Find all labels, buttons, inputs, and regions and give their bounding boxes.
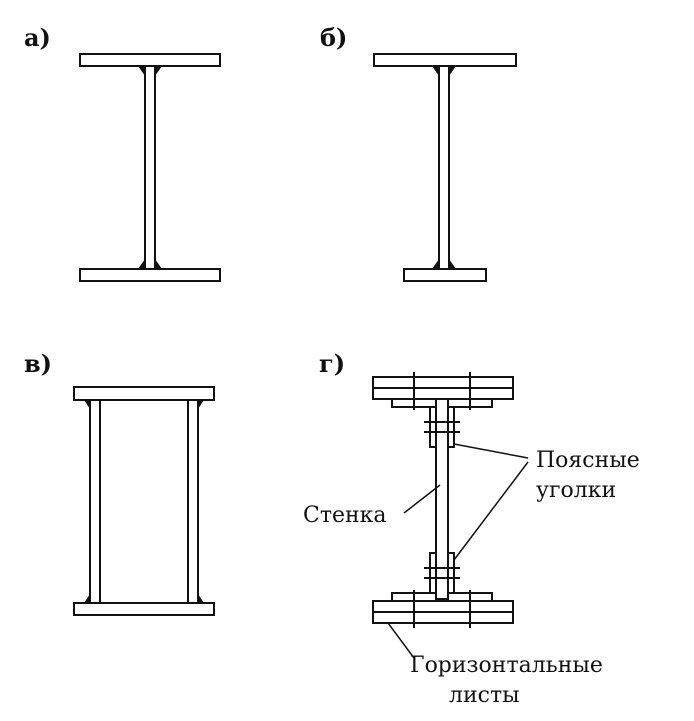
panel-b-weld bbox=[449, 259, 456, 269]
panel-d-bottom-sheet-outer bbox=[372, 611, 514, 624]
panel-d-riveted-beam: г) Поясные bbox=[303, 349, 640, 708]
horizontal-sheets-label-line2: листы bbox=[449, 683, 520, 708]
panel-d-leader-belt-angles bbox=[453, 443, 529, 459]
panel-a-weld bbox=[155, 259, 162, 269]
panel-d-top-sheet-outer bbox=[372, 376, 514, 389]
panel-c-top-flange bbox=[73, 386, 215, 401]
panel-a-top-flange bbox=[79, 53, 221, 67]
panel-c-box-section: в) bbox=[24, 349, 215, 616]
panel-a-weld bbox=[138, 66, 145, 76]
panel-a-i-beam: а) bbox=[24, 23, 221, 282]
panel-a-label: а) bbox=[24, 23, 51, 52]
panel-a-weld bbox=[155, 66, 162, 76]
panel-c-weld bbox=[84, 400, 90, 409]
panel-b-label: б) bbox=[320, 23, 347, 52]
belt-angles-label-line2: уголки bbox=[536, 478, 616, 503]
belt-angles-label-line1: Поясные bbox=[536, 448, 640, 473]
panel-d-leader-belt-angles bbox=[453, 461, 529, 561]
panel-c-left-web bbox=[89, 399, 101, 604]
panel-d-leader-web bbox=[403, 484, 441, 514]
panel-d-top-sheet-inner bbox=[372, 387, 514, 400]
panel-c-label: в) bbox=[24, 349, 52, 378]
panel-c-weld bbox=[198, 400, 204, 409]
panel-c-weld bbox=[84, 594, 90, 603]
panel-b-bottom-flange bbox=[403, 268, 487, 282]
panel-c-bottom-flange bbox=[73, 602, 215, 616]
panel-d-bottom-right-angle-vertical bbox=[447, 552, 455, 594]
panel-d-label: г) bbox=[319, 349, 345, 378]
panel-b-i-beam: б) bbox=[320, 23, 517, 282]
panel-c-weld bbox=[198, 594, 204, 603]
web-label: Стенка bbox=[303, 503, 387, 528]
panel-a-web bbox=[144, 65, 156, 270]
panel-b-weld bbox=[432, 66, 439, 76]
panel-c-right-web bbox=[187, 399, 199, 604]
panel-b-weld bbox=[449, 66, 456, 76]
panel-d-web bbox=[435, 398, 449, 600]
panel-a-weld bbox=[138, 259, 145, 269]
panel-d-bottom-left-angle-vertical bbox=[429, 552, 437, 594]
panel-b-weld bbox=[432, 259, 439, 269]
panel-d-leader-sheets bbox=[387, 622, 415, 659]
horizontal-sheets-label-line1: Горизонтальные bbox=[410, 653, 603, 678]
panel-d-bottom-sheet-inner bbox=[372, 600, 514, 613]
panel-b-top-flange bbox=[373, 53, 517, 67]
panel-b-web bbox=[438, 65, 450, 270]
panel-a-bottom-flange bbox=[79, 268, 221, 282]
